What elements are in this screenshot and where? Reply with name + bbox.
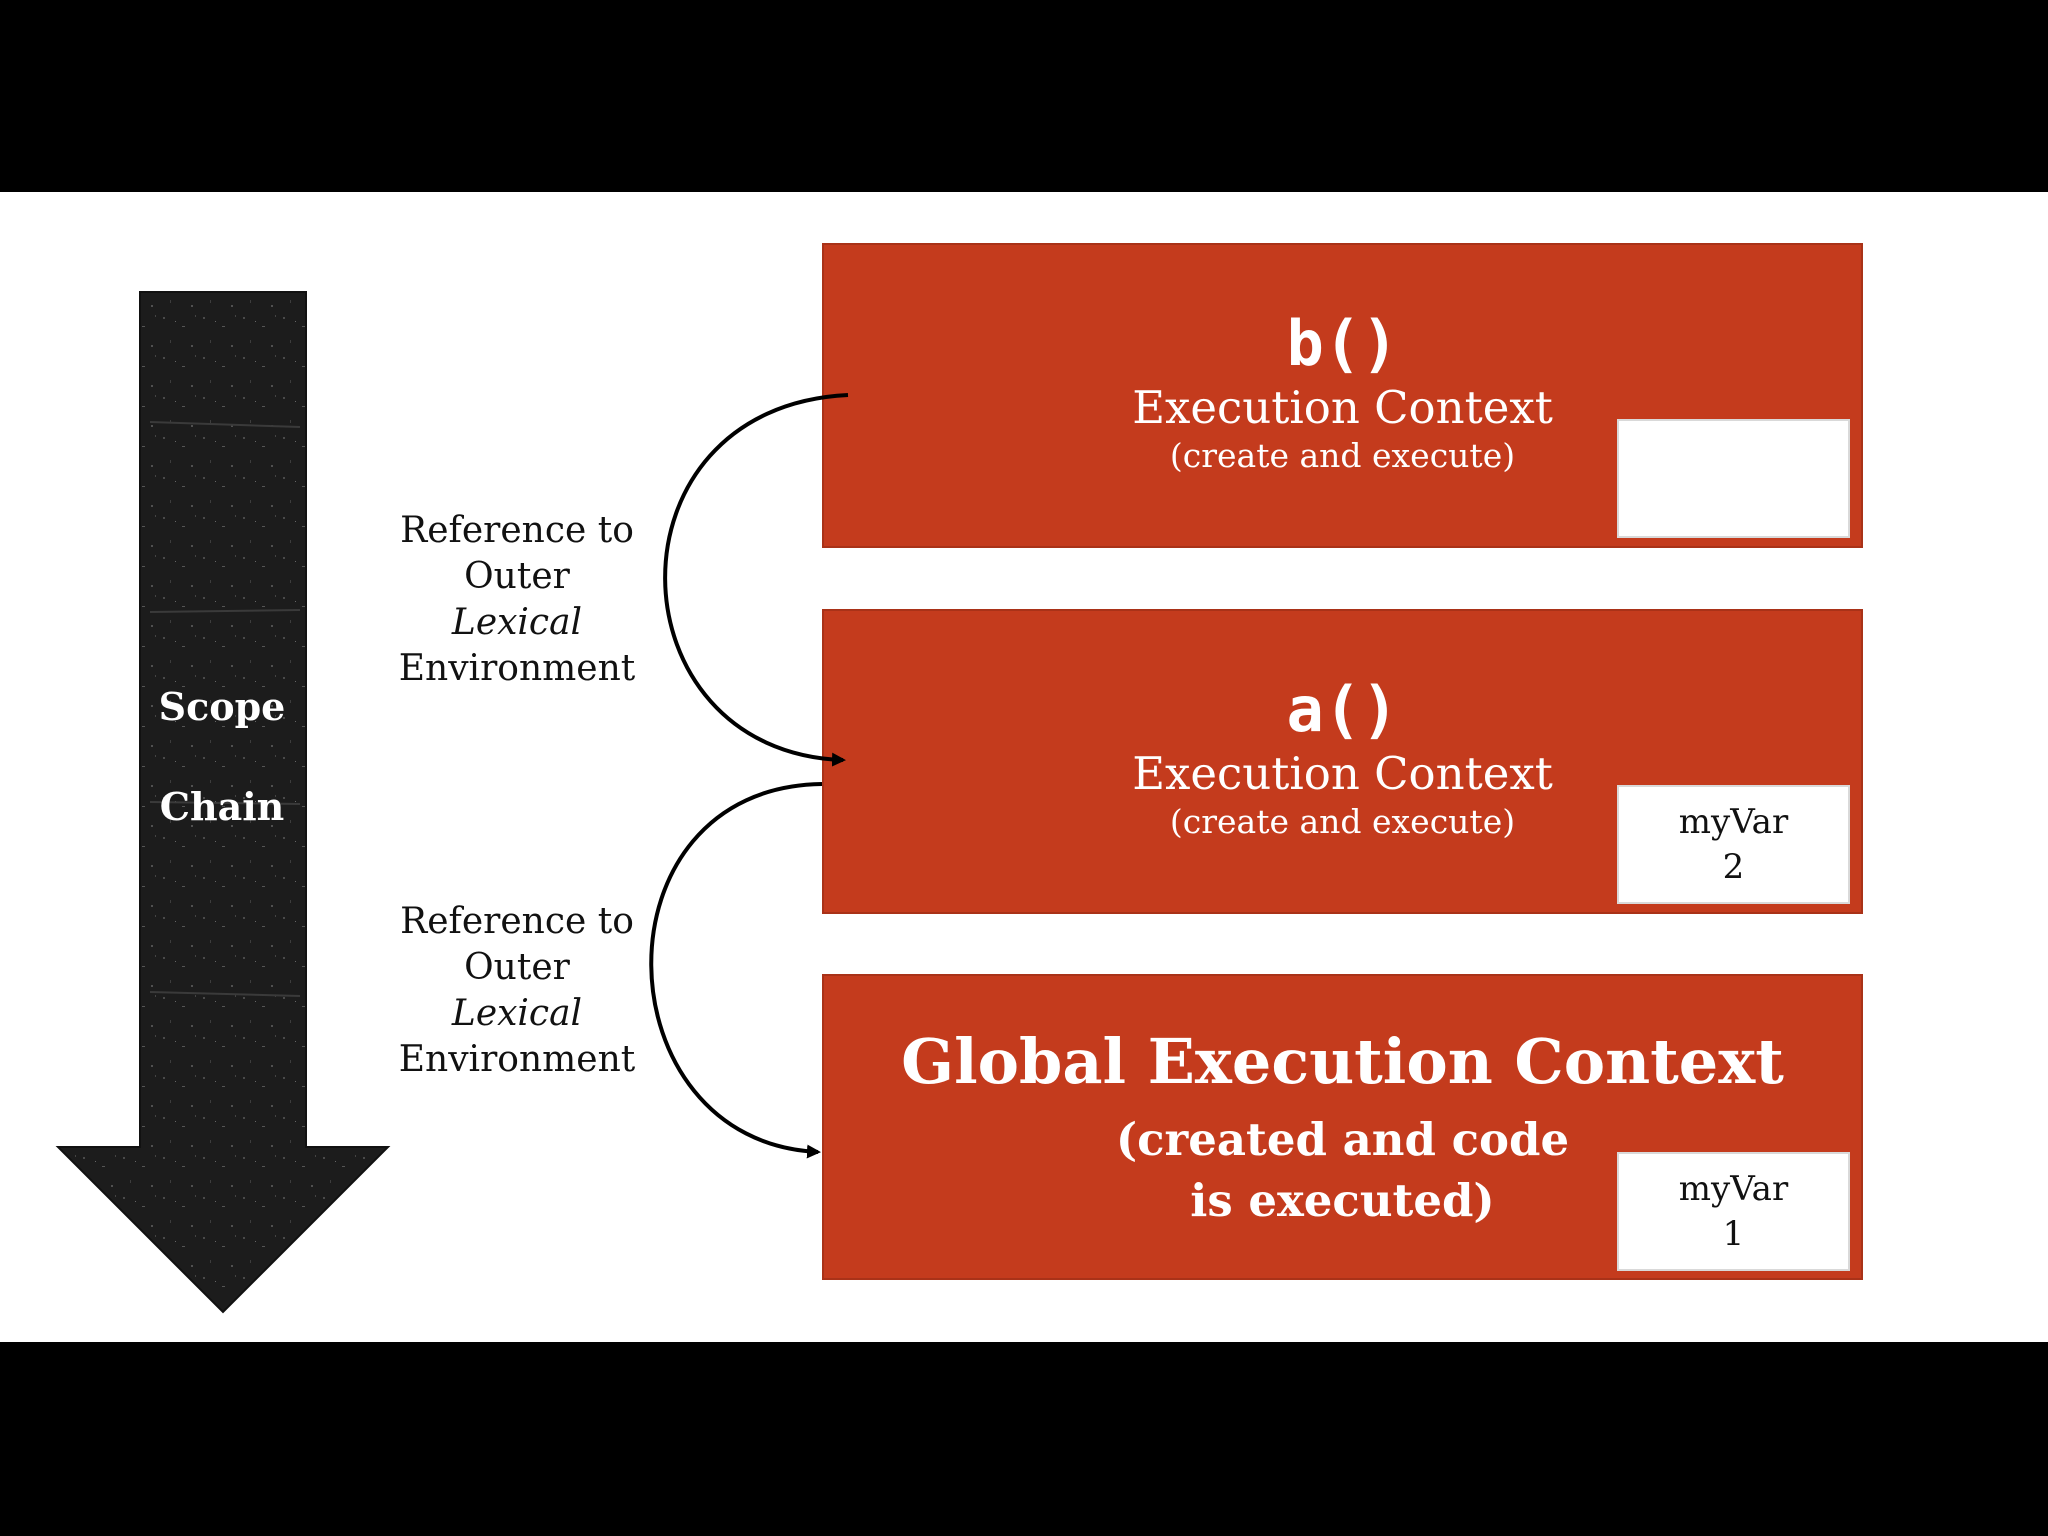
upper-reference-arrow (663, 393, 849, 767)
global-context-note-line2: is executed) (1190, 1173, 1495, 1227)
global-context-title: Global Execution Context (901, 1025, 1784, 1098)
reference-label-line: Lexical (451, 993, 583, 1034)
reference-label-line: Environment (398, 648, 636, 689)
reference-label-line: Environment (398, 1039, 636, 1080)
a-variable-value: 2 (1722, 846, 1745, 887)
global-context-note-line1: (created and code (1115, 1113, 1570, 1167)
b-variable-box (1617, 419, 1850, 538)
scope-chain-label-line2: Chain (159, 784, 285, 829)
slide: Scope Chain Reference to Outer Lexical E… (0, 192, 2048, 1342)
reference-label-line: Outer (464, 947, 570, 988)
b-execution-context: b() Execution Context (create and execut… (822, 243, 1863, 548)
scope-chain-arrow (55, 291, 391, 1314)
reference-label-upper: Reference to Outer Lexical Environment (387, 508, 647, 692)
a-context-subtitle: Execution Context (1132, 747, 1553, 800)
reference-arrows (649, 393, 849, 1159)
a-execution-context: a() Execution Context (create and execut… (822, 609, 1863, 914)
global-variable-name: myVar (1678, 1169, 1789, 1210)
a-variable-box: myVar 2 (1617, 785, 1850, 904)
reference-label-line: Lexical (451, 602, 583, 643)
b-context-subtitle: Execution Context (1132, 381, 1553, 434)
reference-label-line: Outer (464, 556, 570, 597)
global-variable-box: myVar 1 (1617, 1152, 1850, 1271)
global-execution-context: Global Execution Context (created and co… (822, 974, 1863, 1280)
reference-label-lower: Reference to Outer Lexical Environment (387, 899, 647, 1083)
b-context-title: b() (1286, 307, 1399, 380)
b-context-note: (create and execute) (1169, 435, 1516, 475)
a-variable-name: myVar (1678, 802, 1789, 843)
reference-label-line: Reference to (400, 510, 634, 551)
global-variable-value: 1 (1722, 1213, 1745, 1254)
reference-label-line: Reference to (400, 901, 634, 942)
lower-reference-arrow (649, 782, 823, 1159)
scope-chain-label-line1: Scope (158, 684, 286, 729)
a-context-title: a() (1286, 673, 1399, 746)
a-context-note: (create and execute) (1169, 801, 1516, 841)
